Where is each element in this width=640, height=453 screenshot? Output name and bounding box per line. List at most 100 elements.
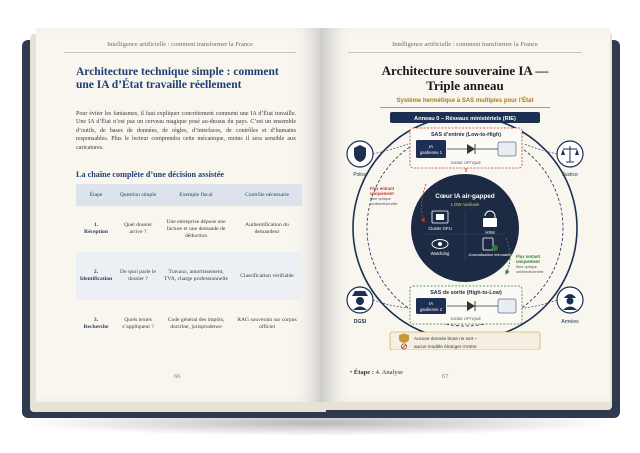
left-page-paragraph: Pour éviter les fantasmes, il faut expli…	[76, 111, 296, 151]
node-dgsi: DGSI	[346, 286, 374, 325]
subtitle-rule	[380, 107, 550, 108]
question-cell: Quel dossier arrive ?	[123, 222, 153, 235]
note-line: Aucune donnée brute ne sort –	[414, 336, 478, 341]
stage-name: Réception	[84, 229, 108, 235]
right-running-head: Intelligence artificielle : comment tran…	[392, 41, 538, 48]
module-label: Cluster GPU	[428, 226, 452, 231]
node-label: DGSI	[354, 319, 367, 325]
scales-icon	[561, 146, 579, 163]
sas-exit: SAS de sortie (High-to-Low) IA gardienne…	[409, 285, 523, 325]
gpu-chip-icon	[431, 210, 449, 224]
ring-label: Anneau 0 – Réseaux ministériels (RIE)	[390, 112, 540, 123]
module-label: Journalisation immuable	[468, 252, 512, 257]
diode-icon	[467, 301, 475, 311]
diode-icon	[467, 144, 475, 154]
control-cell: Authentification du demandeur	[245, 222, 289, 235]
sas-exit-output-box	[497, 298, 517, 314]
stage-name: Recherche	[83, 324, 109, 330]
stage-cell: 2.Identification	[76, 252, 116, 300]
etape-value: 4. Analyse	[375, 369, 404, 376]
flux-in-arrow	[420, 183, 427, 223]
spy-icon	[352, 291, 368, 310]
diagram-title-line-1: Architecture souveraine IA —	[381, 63, 549, 78]
soldier-icon	[563, 294, 577, 310]
node-armees: Armées	[556, 286, 584, 325]
example-cell: Une entreprise dépose une facture et une…	[166, 218, 226, 239]
stage-number: 3.	[93, 317, 99, 323]
diagram-title: Architecture souveraine IA — Triple anne…	[320, 63, 610, 93]
question-cell: De quoi parle le dossier ?	[116, 252, 160, 300]
left-running-head: Intelligence artificielle : comment tran…	[107, 41, 253, 48]
example-cell: Travaux, amortissement, TVA, charge prof…	[160, 252, 232, 300]
shield-check-icon	[399, 333, 409, 343]
ia-guardian-2-box	[416, 298, 446, 314]
flux-out-line: fibre optique	[516, 265, 537, 269]
decision-chain-table: Étape Question simple Exemple fiscal Con…	[76, 184, 302, 348]
node-police: Police	[346, 140, 374, 178]
node-label: Police	[353, 172, 367, 178]
table-row: 3.Recherche Quels textes s’appliquent ? …	[76, 300, 302, 348]
table-row: 1.Réception Quel dossier arrive ? Une en…	[76, 206, 302, 252]
etape-line: • Étape : 4. Analyse	[350, 369, 404, 376]
padlock-icon	[483, 210, 497, 227]
ia-guardian-1-line2: gardienne 1	[420, 150, 443, 155]
flux-in-line: unidirectionnelle	[370, 202, 397, 206]
stage-name: Identification	[79, 276, 113, 282]
control-cell: Classification vérifiable	[232, 252, 302, 300]
stage-number: 2.	[93, 269, 99, 275]
diagram-title-line-2: Triple anneau	[426, 78, 504, 93]
sas-entry-output-box	[497, 141, 517, 157]
sas-entry: SAS d’entrée (Low-to-High) IA gardienne …	[409, 127, 523, 169]
core-power: 1 GW nucléaire	[451, 202, 481, 207]
diode-label-entry: DIODE OPTIQUE	[451, 161, 482, 165]
police-shield-icon	[354, 145, 366, 162]
right-page: Intelligence artificielle : comment tran…	[320, 28, 610, 402]
ia-guardian-1-box	[416, 140, 446, 158]
flux-in-line: uniquement	[370, 191, 394, 196]
node-label: Armées	[561, 319, 579, 325]
note-line: aucun modèle étranger n’entre	[414, 344, 477, 349]
ring-label-text: Anneau 0 – Réseaux ministériels (RIE)	[414, 116, 516, 122]
flux-in-line: fibre optique	[370, 197, 391, 201]
control-cell: RAG souverain sur corpus officiel	[237, 317, 297, 330]
diagram-subtitle: Système hermétique à SAS multiples pour …	[396, 98, 534, 104]
core-ia: Cœur IA air-gapped 1 GW nucléaire Cluste…	[411, 174, 519, 282]
flux-out-label: Flux sortant uniquement fibre optique un…	[516, 254, 543, 274]
table-header-cell: Étape	[76, 184, 116, 206]
table-row: 2.Identification De quoi parle le dossie…	[76, 252, 302, 300]
table-section-title: La chaîne complète d’une décision assist…	[76, 170, 225, 179]
right-page-number: 67	[442, 373, 449, 380]
table-header-cell: Contrôle nécessaire	[232, 184, 302, 206]
flux-in-line: Flux entrant	[370, 186, 395, 191]
ia-guardian-1-line1: IA	[429, 144, 434, 149]
flux-out-line: Flux sortant	[516, 254, 541, 259]
left-page: Intelligence artificielle : comment tran…	[36, 28, 324, 402]
core-title: Cœur IA air-gapped	[435, 193, 495, 200]
triple-ring-diagram: Anneau 0 – Réseaux ministériels (RIE) SA…	[346, 112, 584, 350]
document-lock-icon	[482, 237, 498, 251]
flux-in-label: Flux entrant uniquement fibre optique un…	[370, 186, 397, 206]
left-page-title: Architecture technique simple : comment …	[76, 66, 279, 91]
stage-cell: 3.Recherche	[76, 300, 116, 348]
flux-out-line: unidirectionnelle	[516, 270, 543, 274]
left-head-rule	[64, 52, 296, 53]
ia-guardian-2-line1: IA	[429, 301, 434, 306]
left-page-number: 66	[174, 373, 181, 380]
table-header-cell: Exemple fiscal	[160, 184, 232, 206]
table-header-cell: Question simple	[116, 184, 160, 206]
stage-number: 1.	[93, 222, 99, 228]
node-label: Justice	[562, 172, 578, 178]
no-entry-icon	[401, 343, 408, 350]
eye-icon	[431, 239, 449, 249]
question-cell: Quels textes s’appliquent ?	[122, 317, 154, 330]
module-label: HSM	[485, 230, 495, 235]
etape-label: Étape :	[353, 369, 374, 376]
sas-entry-title: SAS d’entrée (Low-to-High)	[431, 132, 501, 138]
module-label: Watchdog	[431, 251, 450, 256]
diode-label-exit: DIODE OPTIQUE	[451, 317, 482, 321]
ia-guardian-2-line2: gardienne 2	[420, 307, 443, 312]
right-head-rule	[348, 52, 582, 53]
node-justice: Justice	[556, 140, 584, 178]
notes-box: Aucune donnée brute ne sort – aucun modè…	[389, 331, 541, 350]
